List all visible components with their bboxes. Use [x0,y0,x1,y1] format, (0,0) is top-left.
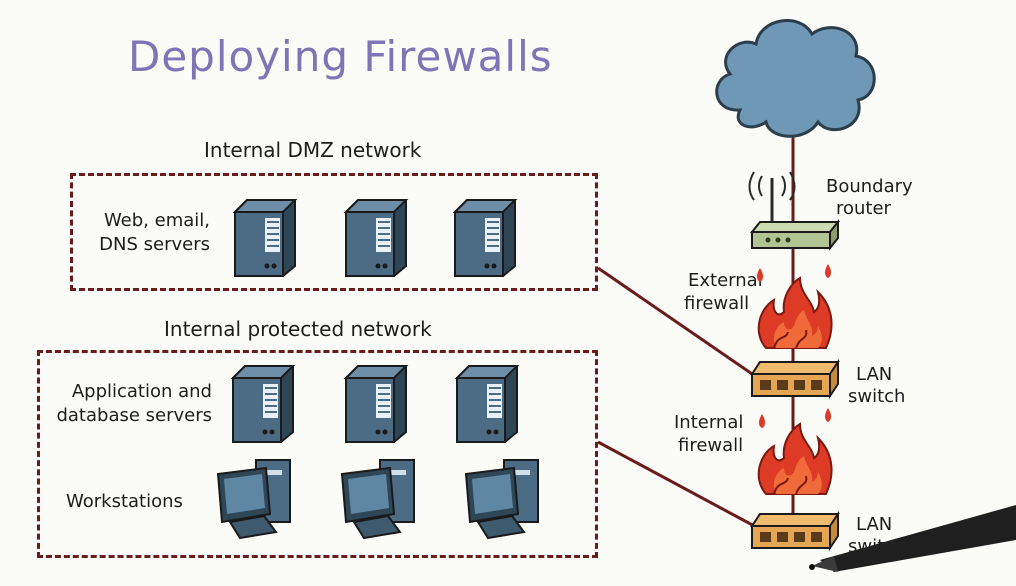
dmz-server-2-icon [345,199,407,277]
lan-switch-1-label-line1: LAN [856,364,893,385]
boundary-router-label-line1: Boundary [826,176,913,197]
pen-icon [809,505,1016,572]
dmz-network-box [70,173,598,291]
protected-network-box [37,350,598,558]
router-icon [748,171,841,251]
app-db-servers-label-line2: database servers [56,405,212,426]
dmz-server-1-icon [234,199,296,277]
protected-network-title: Internal protected network [164,317,432,341]
app-server-2-icon [345,365,407,443]
lan-switch-2-icon [751,513,839,549]
workstation-2-icon [341,459,415,539]
internal-firewall-label-line2: firewall [678,435,744,456]
app-server-3-icon [456,365,518,443]
internal-firewall-label-line1: Internal [674,412,744,433]
page-title: Deploying Firewalls [128,32,553,81]
workstation-3-icon [465,459,539,539]
internal-firewall-icon [757,408,833,495]
app-db-servers-label-line1: Application and [71,381,212,402]
external-firewall-label-line1: External [688,270,763,291]
dmz-server-3-icon [454,199,516,277]
cloud-icon [715,19,876,138]
boundary-router-label-line2: router [836,198,891,219]
lan-switch-1-label-line2: switch [848,386,906,407]
external-firewall-icon [757,264,833,349]
external-firewall-label-line2: firewall [684,293,750,314]
dmz-link-line [597,266,759,380]
protected-link-line [597,440,759,530]
dmz-network-title: Internal DMZ network [204,138,422,162]
workstations-label: Workstations [66,491,183,512]
workstation-1-icon [217,459,291,539]
dmz-servers-label-line1: Web, email, [103,210,210,231]
dmz-servers-label-line2: DNS servers [99,234,210,255]
lan-switch-2-label-line1: LAN [856,514,893,535]
lan-switch-1-icon [751,361,839,397]
app-server-1-icon [232,365,294,443]
